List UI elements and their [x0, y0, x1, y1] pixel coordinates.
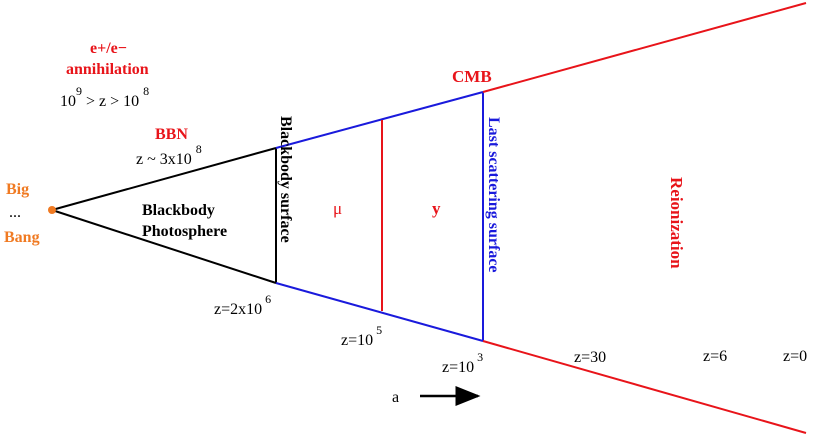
- cone-upper-black-line: [51, 147, 277, 211]
- cone-lower-black-line: [51, 209, 277, 284]
- reionization-label: Reionization: [667, 177, 686, 269]
- dots-label: ...: [9, 204, 21, 221]
- last-scattering-label: Last scattering surface: [485, 117, 502, 273]
- blackbody-surface-label: Blackbody surface: [277, 116, 294, 243]
- cone-lower-blue-line: [275, 282, 484, 342]
- bang-label: Bang: [4, 229, 40, 246]
- cone-upper-red-line: [482, 2, 807, 93]
- y-label: y: [432, 199, 441, 218]
- epem-label-line2: annihilation: [66, 61, 149, 78]
- z-30-label: z=30: [574, 349, 606, 366]
- scale-factor-label: a: [392, 389, 399, 406]
- z-1e5-label: z=105: [341, 323, 382, 349]
- blackbody-photosphere-line2: Photosphere: [142, 223, 227, 240]
- epem-label-line1: e+/e−: [90, 40, 127, 57]
- z-2e6-label: z=2x106: [214, 292, 271, 318]
- big-bang-point: [48, 206, 56, 214]
- epem-range: 109> z > 108: [60, 84, 149, 110]
- bbn-label: BBN: [155, 126, 188, 143]
- cone-upper-blue-line: [275, 91, 484, 149]
- blackbody-photosphere-line1: Blackbody: [142, 202, 215, 219]
- z-6-label: z=6: [703, 348, 727, 365]
- bbn-redshift: z ~ 3x108: [136, 142, 202, 168]
- cmb-label: CMB: [452, 67, 492, 86]
- mu-label: μ: [333, 199, 342, 218]
- z-1e3-label: z=103: [442, 350, 483, 376]
- big-label: Big: [6, 181, 29, 198]
- cone-lower-red-line: [482, 340, 807, 434]
- z-0-label: z=0: [783, 348, 807, 365]
